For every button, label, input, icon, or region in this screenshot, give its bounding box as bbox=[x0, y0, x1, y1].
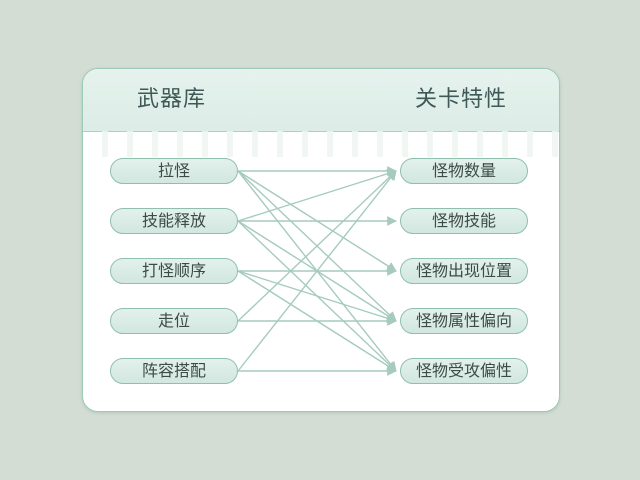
weapon-item-attack-order: 打怪顺序 bbox=[110, 258, 238, 284]
connection-line-2-3 bbox=[237, 270, 397, 324]
weapon-item-positioning: 走位 bbox=[110, 308, 238, 334]
level-feature-monster-spawn-position: 怪物出现位置 bbox=[400, 258, 528, 284]
level-feature-monster-attribute: 怪物属性偏向 bbox=[400, 308, 528, 334]
right-column-title: 关卡特性 bbox=[415, 87, 508, 112]
decorative-band bbox=[83, 131, 559, 157]
weapon-item-skill-release: 技能释放 bbox=[110, 208, 238, 234]
connection-line-3-0 bbox=[237, 170, 397, 322]
diagram-card: 武器库 关卡特性 bbox=[82, 68, 560, 412]
left-column-title: 武器库 bbox=[137, 87, 207, 112]
weapon-item-pull-monsters: 拉怪 bbox=[110, 158, 238, 184]
connection-line-4-0 bbox=[237, 170, 397, 372]
weapon-item-team-composition: 阵容搭配 bbox=[110, 358, 238, 384]
card-header: 武器库 关卡特性 bbox=[83, 69, 559, 132]
level-feature-monster-skill: 怪物技能 bbox=[400, 208, 528, 234]
level-feature-monster-damage-bias: 怪物受攻偏性 bbox=[400, 358, 528, 384]
connection-line-1-0 bbox=[237, 168, 397, 222]
level-feature-monster-count: 怪物数量 bbox=[400, 158, 528, 184]
